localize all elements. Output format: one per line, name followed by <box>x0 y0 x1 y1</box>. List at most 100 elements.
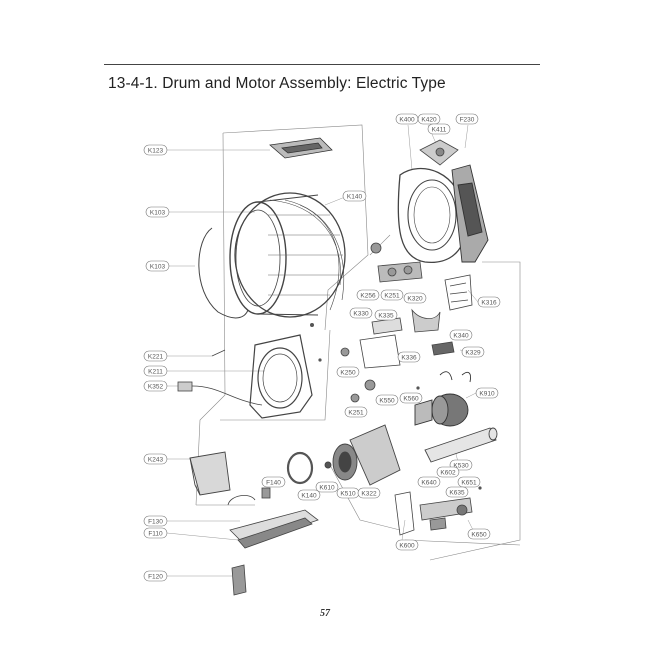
svg-text:K530: K530 <box>453 463 469 470</box>
label-K243: K243 <box>143 453 168 465</box>
front-bulkhead <box>249 334 313 419</box>
label-F230: F230 <box>455 113 479 125</box>
label-K103-belt: K103 <box>145 260 170 272</box>
label-K420: K420 <box>417 113 441 125</box>
label-K322: K322 <box>357 487 381 499</box>
page-title: 13-4-1. Drum and Motor Assembly: Electri… <box>108 75 446 92</box>
svg-text:K329: K329 <box>465 350 481 357</box>
svg-text:K256: K256 <box>360 293 376 300</box>
label-F140: F140 <box>261 476 286 488</box>
svg-text:K650: K650 <box>471 532 487 539</box>
thermostat-bracket <box>419 139 459 166</box>
idler-assembly <box>340 242 455 403</box>
label-K256: K256 <box>356 289 380 301</box>
svg-text:K123: K123 <box>148 148 164 155</box>
svg-text:K651: K651 <box>461 480 477 487</box>
label-K221: K221 <box>143 350 168 362</box>
svg-text:K243: K243 <box>148 457 164 464</box>
motor <box>414 371 471 427</box>
label-F130: F130 <box>143 515 168 527</box>
label-K651: K651 <box>457 476 481 488</box>
svg-text:F110: F110 <box>148 531 163 538</box>
label-K123: K123 <box>143 144 168 156</box>
svg-text:K251: K251 <box>348 410 364 417</box>
svg-text:K140: K140 <box>347 194 363 201</box>
drum-baffle <box>269 137 333 159</box>
svg-text:K602: K602 <box>440 470 456 477</box>
svg-text:K322: K322 <box>361 491 377 498</box>
label-K250: K250 <box>336 366 360 378</box>
svg-text:K251: K251 <box>384 293 400 300</box>
blower-housing <box>324 424 401 486</box>
svg-text:K336: K336 <box>401 355 417 362</box>
svg-text:K103: K103 <box>150 264 166 271</box>
svg-text:K211: K211 <box>148 369 163 376</box>
lint-housing <box>189 451 231 496</box>
label-K635: K635 <box>445 486 469 498</box>
label-K650: K650 <box>467 528 491 540</box>
svg-text:K600: K600 <box>399 543 415 550</box>
page-number: 57 <box>320 608 330 619</box>
label-K330: K330 <box>349 307 373 319</box>
svg-text:K320: K320 <box>407 296 423 303</box>
label-K910: K910 <box>475 387 499 399</box>
label-K340: K340 <box>449 329 473 341</box>
svg-text:K250: K250 <box>340 370 356 377</box>
label-F110: F110 <box>143 527 168 539</box>
label-K352: K352 <box>143 380 168 392</box>
label-K560: K560 <box>399 392 423 404</box>
svg-text:F130: F130 <box>148 519 163 526</box>
svg-text:K635: K635 <box>449 490 465 497</box>
label-K510: K510 <box>336 487 360 499</box>
label-K336: K336 <box>397 351 421 363</box>
svg-text:F230: F230 <box>460 117 475 124</box>
motor-bracket <box>394 491 473 536</box>
label-K602: K602 <box>436 466 460 478</box>
label-K329: K329 <box>461 346 485 358</box>
label-K251-bottom: K251 <box>344 406 368 418</box>
svg-text:K330: K330 <box>353 311 369 318</box>
label-K400: K400 <box>395 113 419 125</box>
label-K211: K211 <box>143 365 168 377</box>
label-K140: K140 <box>342 190 367 202</box>
label-K610: K610 <box>315 481 339 493</box>
exhaust-duct <box>444 274 473 311</box>
label-F120: F120 <box>143 570 168 582</box>
label-K411: K411 <box>427 123 451 135</box>
svg-text:K910: K910 <box>479 391 495 398</box>
label-K335: K335 <box>374 309 398 321</box>
svg-text:K550: K550 <box>379 398 395 405</box>
label-K140-bottom: K140 <box>297 489 321 501</box>
svg-text:K340: K340 <box>453 333 469 340</box>
svg-text:K140: K140 <box>301 493 317 500</box>
heater-housing <box>451 164 489 263</box>
svg-text:K352: K352 <box>148 384 164 391</box>
label-K103-top: K103 <box>145 206 170 218</box>
filter-assembly <box>227 487 319 596</box>
svg-text:K316: K316 <box>481 300 497 307</box>
label-K640: K640 <box>417 476 441 488</box>
svg-text:K610: K610 <box>319 485 335 492</box>
svg-text:F140: F140 <box>266 480 281 487</box>
svg-text:K420: K420 <box>421 117 437 124</box>
svg-text:F120: F120 <box>148 574 163 581</box>
part-labels: K123 K103 K103 K140 K221 K211 K352 K243 … <box>143 113 501 582</box>
svg-text:K221: K221 <box>148 354 164 361</box>
label-K251-top: K251 <box>380 289 404 301</box>
label-K316: K316 <box>477 296 501 308</box>
harness <box>177 349 263 406</box>
svg-text:K640: K640 <box>421 480 437 487</box>
svg-text:K510: K510 <box>340 491 356 498</box>
svg-text:K411: K411 <box>432 127 447 134</box>
drum-belt <box>198 227 249 319</box>
drum <box>229 192 346 318</box>
svg-text:K560: K560 <box>403 396 419 403</box>
label-K600: K600 <box>395 539 419 551</box>
svg-text:K400: K400 <box>399 117 415 124</box>
header-rule <box>104 64 540 66</box>
motor-shaft <box>424 427 498 463</box>
svg-text:K335: K335 <box>378 313 394 320</box>
rear-bulkhead <box>397 167 467 264</box>
